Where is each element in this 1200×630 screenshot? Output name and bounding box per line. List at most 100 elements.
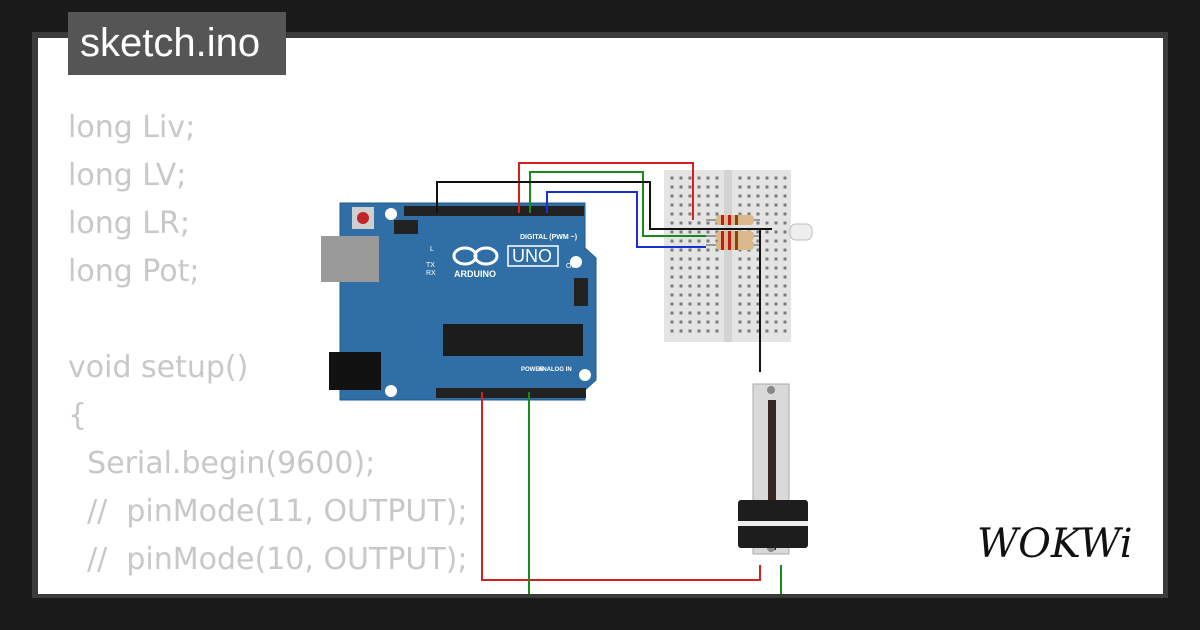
code-line: { xyxy=(68,398,88,433)
breadboard-hole xyxy=(756,212,760,216)
breadboard-hole xyxy=(738,293,742,297)
breadboard-hole xyxy=(765,239,769,243)
wire-blue xyxy=(546,191,706,248)
breadboard-hole xyxy=(706,194,710,198)
breadboard-hole xyxy=(738,176,742,180)
breadboard-hole xyxy=(756,194,760,198)
breadboard-hole xyxy=(765,275,769,279)
file-title-tab[interactable]: sketch.ino xyxy=(68,12,286,75)
breadboard-hole xyxy=(715,239,719,243)
breadboard-hole xyxy=(688,284,692,288)
breadboard-hole xyxy=(738,320,742,324)
breadboard-hole xyxy=(706,320,710,324)
breadboard-hole xyxy=(783,194,787,198)
breadboard-hole xyxy=(756,176,760,180)
breadboard-hole xyxy=(765,266,769,270)
led-tx-label: TX xyxy=(426,262,435,269)
breadboard-hole xyxy=(774,194,778,198)
rgb-led[interactable] xyxy=(789,223,813,241)
breadboard-hole xyxy=(774,230,778,234)
breadboard-hole xyxy=(783,266,787,270)
led-rx-label: RX xyxy=(426,270,436,277)
breadboard-hole xyxy=(670,203,674,207)
breadboard-hole xyxy=(783,284,787,288)
breadboard-hole xyxy=(765,302,769,306)
resistor[interactable] xyxy=(706,215,760,225)
simulation-canvas: long Liv; long LV; long LR; long Pot; vo… xyxy=(38,38,1163,594)
breadboard-hole xyxy=(715,275,719,279)
breadboard-hole xyxy=(715,248,719,252)
breadboard-hole xyxy=(774,275,778,279)
breadboard-hole xyxy=(756,248,760,252)
breadboard-hole xyxy=(706,248,710,252)
breadboard-hole xyxy=(738,266,742,270)
breadboard-hole xyxy=(688,185,692,189)
breadboard-hole xyxy=(756,266,760,270)
breadboard-hole xyxy=(783,230,787,234)
breadboard-hole xyxy=(756,275,760,279)
breadboard-hole xyxy=(738,284,742,288)
breadboard-hole xyxy=(706,185,710,189)
slide-potentiometer[interactable] xyxy=(738,383,808,555)
breadboard-hole xyxy=(679,212,683,216)
breadboard-hole xyxy=(783,221,787,225)
breadboard-hole xyxy=(670,230,674,234)
breadboard-hole xyxy=(688,239,692,243)
breadboard-hole xyxy=(697,176,701,180)
breadboard-hole xyxy=(765,185,769,189)
breadboard-hole xyxy=(747,284,751,288)
breadboard-hole xyxy=(670,320,674,324)
breadboard-hole xyxy=(765,257,769,261)
breadboard-hole xyxy=(747,212,751,216)
breadboard-hole xyxy=(765,329,769,333)
breadboard-hole xyxy=(679,221,683,225)
breadboard-hole xyxy=(679,320,683,324)
breadboard-hole xyxy=(715,203,719,207)
breadboard-hole xyxy=(706,176,710,180)
breadboard-hole xyxy=(688,176,692,180)
code-line: // pinMode(11, OUTPUT); xyxy=(68,494,468,529)
breadboard-hole xyxy=(783,203,787,207)
breadboard-hole xyxy=(738,194,742,198)
wire-red xyxy=(481,392,761,581)
breadboard-hole xyxy=(697,320,701,324)
breadboard-hole xyxy=(747,320,751,324)
breadboard-hole xyxy=(715,230,719,234)
breadboard-hole xyxy=(774,221,778,225)
code-preview: long Liv; long LV; long LR; long Pot; vo… xyxy=(68,104,468,594)
breadboard[interactable] xyxy=(664,170,791,342)
breadboard-hole xyxy=(783,248,787,252)
breadboard-hole xyxy=(697,230,701,234)
breadboard-hole xyxy=(697,311,701,315)
resistor[interactable] xyxy=(706,240,760,250)
breadboard-hole xyxy=(783,302,787,306)
breadboard-hole xyxy=(715,311,719,315)
breadboard-hole xyxy=(774,311,778,315)
breadboard-hole xyxy=(697,293,701,297)
breadboard-hole xyxy=(756,221,760,225)
breadboard-hole xyxy=(670,329,674,333)
board-logo-label: ARDUINO xyxy=(454,269,496,279)
digital-header xyxy=(404,206,584,216)
breadboard-hole xyxy=(747,203,751,207)
breadboard-hole xyxy=(774,176,778,180)
breadboard-hole xyxy=(706,302,710,306)
breadboard-hole xyxy=(756,284,760,288)
breadboard-hole xyxy=(697,302,701,306)
code-line: // pinMode(9, OUTPUT); xyxy=(68,584,468,594)
breadboard-hole xyxy=(715,212,719,216)
breadboard-hole xyxy=(765,221,769,225)
breadboard-hole xyxy=(679,239,683,243)
breadboard-hole xyxy=(756,230,760,234)
led-l-label: L xyxy=(430,246,434,253)
resistor[interactable] xyxy=(706,231,760,241)
breadboard-hole xyxy=(765,248,769,252)
code-line: Serial.begin(9600); xyxy=(68,446,376,481)
circuit-diagram: UNO ARDUINO DIGITAL (PWM ~) POWER ANALOG… xyxy=(321,162,813,594)
led-on-label: ON xyxy=(566,263,577,270)
arduino-uno-board[interactable]: UNO ARDUINO DIGITAL (PWM ~) POWER ANALOG… xyxy=(321,202,597,401)
breadboard-hole xyxy=(670,248,674,252)
breadboard-hole xyxy=(706,275,710,279)
breadboard-hole xyxy=(670,185,674,189)
wire-black xyxy=(436,181,772,230)
